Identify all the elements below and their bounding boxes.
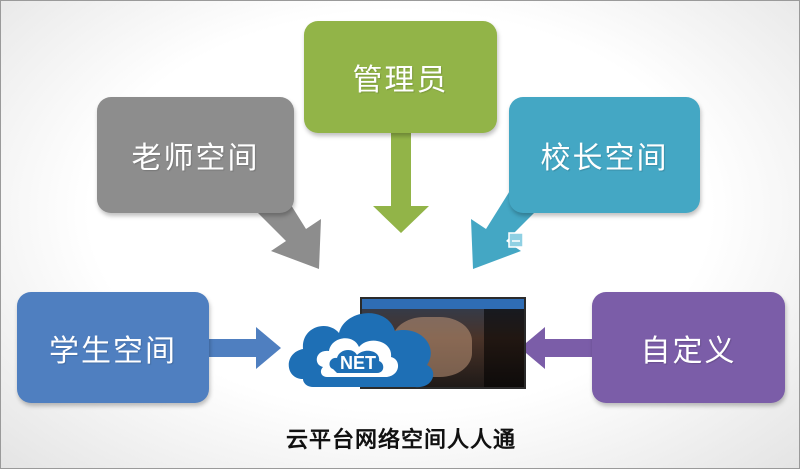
node-label: 学生空间 xyxy=(49,333,177,369)
node-admin: 管理员 xyxy=(304,21,497,133)
node-label: 自定义 xyxy=(640,333,737,369)
node-label: 校长空间 xyxy=(540,141,669,176)
small-square-icon xyxy=(508,232,524,248)
node-student-space: 学生空间 xyxy=(17,292,209,403)
node-teacher-space: 老师空间 xyxy=(97,97,294,213)
net-logo-text: NET xyxy=(340,353,376,373)
screenshot-topbar xyxy=(362,299,524,309)
arrow-student xyxy=(209,327,281,369)
arrow-custom xyxy=(520,327,592,369)
screenshot-sidebar xyxy=(484,309,524,387)
node-label: 老师空间 xyxy=(131,141,260,176)
node-principal-space: 校长空间 xyxy=(509,97,700,213)
net-cloud-logo: NET xyxy=(288,313,434,388)
node-custom: 自定义 xyxy=(592,292,785,403)
arrow-admin xyxy=(373,133,429,233)
node-label: 管理员 xyxy=(352,63,449,98)
diagram-caption: 云平台网络空间人人通 xyxy=(285,427,516,453)
